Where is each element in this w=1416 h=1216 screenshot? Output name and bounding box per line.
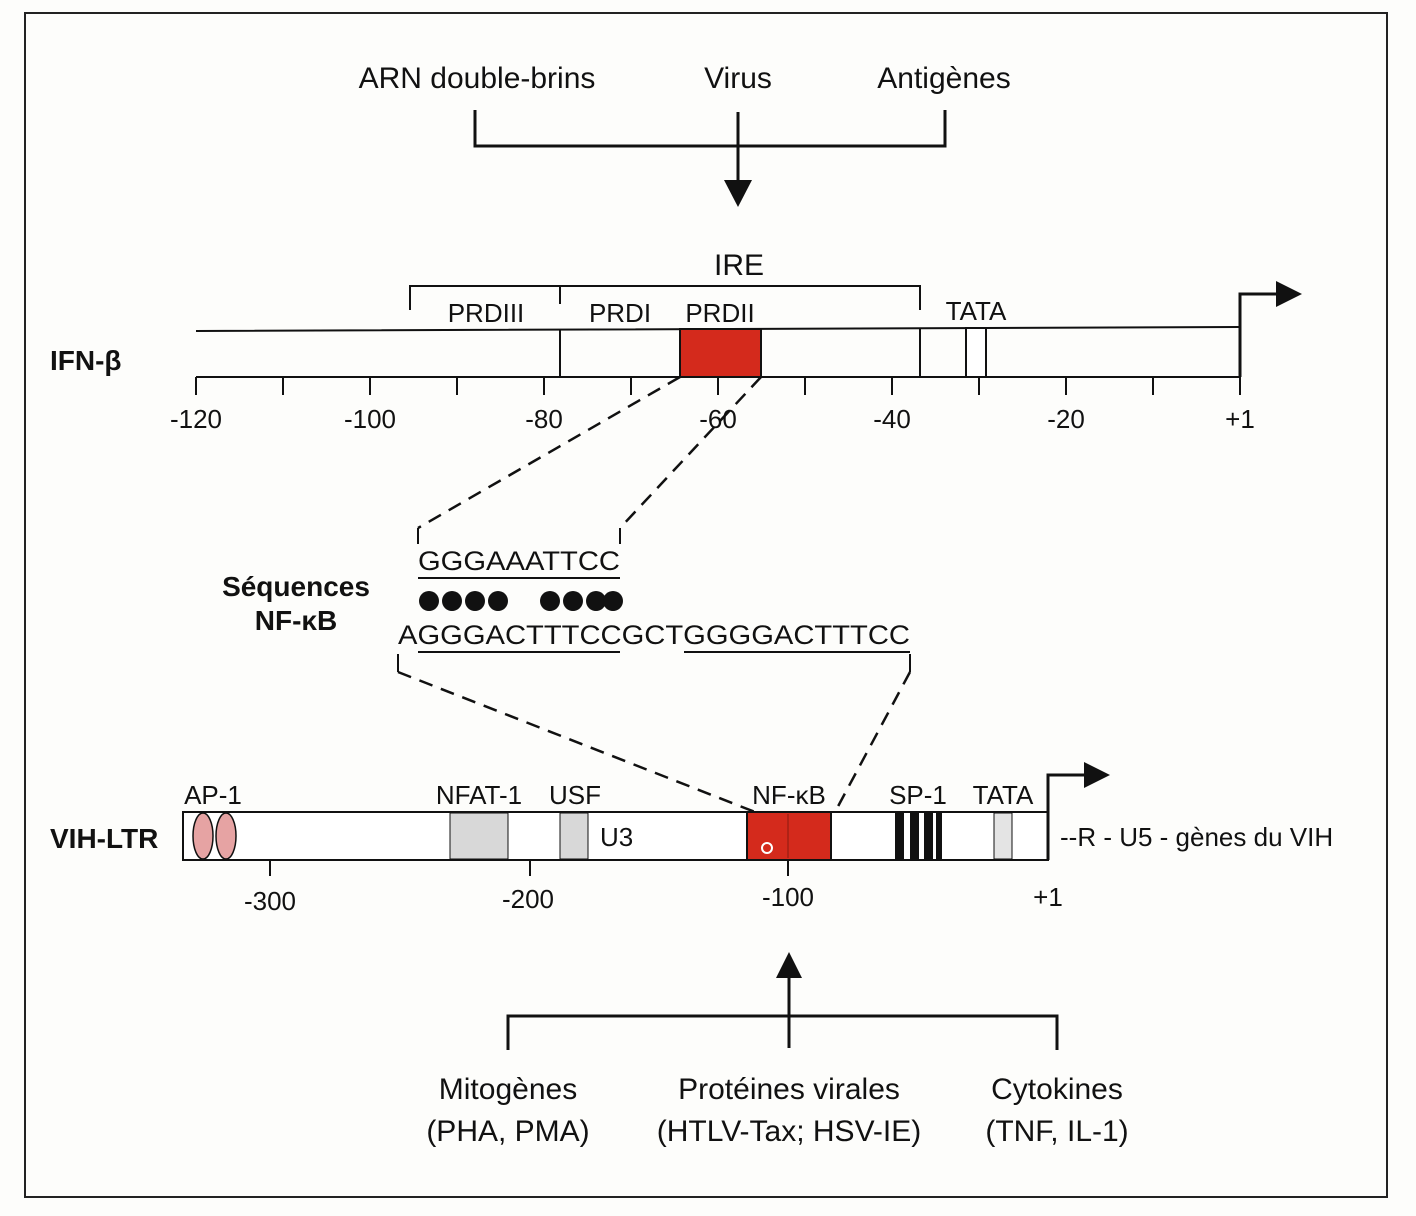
sp1-sites — [895, 812, 942, 860]
zoom-lines — [397, 375, 912, 814]
vih-gene-label: VIH-LTR — [50, 823, 158, 854]
nfkb-site-marker — [761, 842, 773, 854]
inducer-cytokines-examples: (TNF, IL-1) — [985, 1115, 1128, 1148]
vih-axis-labels: -300 -200 -100 +1 — [244, 882, 1063, 916]
nfat1-label: NFAT-1 — [436, 780, 522, 810]
top-arrow-head — [724, 180, 752, 207]
usf-site — [559, 812, 589, 860]
zoom-line-ifn-left — [417, 375, 681, 530]
vih-tick-label: +1 — [1033, 882, 1063, 912]
prdiii-label: PRDIII — [448, 298, 525, 328]
ifn-tick-label: -120 — [170, 404, 222, 434]
prdii-label: PRDII — [685, 298, 754, 328]
inducer-arn: ARN double-brins — [359, 62, 596, 95]
ap1-label: AP-1 — [184, 780, 242, 810]
vih-start-arrow — [1046, 773, 1088, 860]
vih-tata-box — [993, 812, 1013, 860]
contact-dots — [419, 591, 623, 611]
vih-tata-label: TATA — [973, 780, 1034, 810]
inducer-mitogenes: Mitogènes — [439, 1073, 577, 1106]
inducer-proteines-virales-examples: (HTLV-Tax; HSV-IE) — [657, 1115, 922, 1148]
vih-seq-bracket — [397, 654, 911, 672]
nfkb-title-line1: Séquences — [222, 571, 370, 602]
bottom-bracket — [506, 1014, 1059, 1050]
ifn-promoter: IFN-β IRE PRDIII PRDI PRDII TATA — [50, 249, 1302, 434]
ifn-gene-label: IFN-β — [50, 345, 122, 376]
ifn-axis-labels: -120 -100 -80 -60 -40 -20 +1 — [170, 404, 1255, 434]
inducer-cytokines: Cytokines — [991, 1073, 1123, 1106]
ire-bracket — [409, 285, 921, 310]
nfkb-site — [746, 811, 832, 861]
vih-tick-label: -200 — [502, 884, 554, 914]
ifn-tick-label: -60 — [699, 404, 737, 434]
zoom-line-ifn-right — [619, 376, 762, 529]
vih-tick-label: -100 — [762, 882, 814, 912]
u3-label: U3 — [600, 822, 633, 852]
ifn-tata-label: TATA — [946, 296, 1007, 326]
vih-tick-label: -300 — [244, 886, 296, 916]
vih-downstream-label: --R - U5 - gènes du VIH — [1060, 822, 1333, 852]
vih-nfkb-sequence: AGGGACTTTCCGCTGGGGACTTTCC — [398, 620, 910, 650]
nfkb-site-label: NF-κB — [752, 780, 826, 810]
ifn-axis-ticks — [195, 377, 1241, 395]
vih-start-arrow-head — [1084, 762, 1110, 788]
inducer-mitogenes-examples: (PHA, PMA) — [426, 1115, 589, 1148]
sp1-label: SP-1 — [889, 780, 947, 810]
vih-axis-ticks — [269, 860, 789, 876]
nfat1-site — [449, 812, 509, 860]
zoom-line-vih-left — [397, 670, 756, 814]
ifn-tick-label: -40 — [873, 404, 911, 434]
ifn-start-arrow — [1238, 292, 1282, 377]
usf-label: USF — [549, 780, 601, 810]
top-inducers: ARN double-brins Virus Antigènes — [359, 62, 1011, 207]
ifn-tata-box — [965, 327, 987, 378]
nfkb-sequences: Séquences NF-κB GGGAAATTCC AGGGACTTTCCGC… — [222, 528, 911, 672]
ifn-seq-bracket — [417, 528, 621, 544]
ifn-tick-label: +1 — [1225, 404, 1255, 434]
ifn-tick-label: -100 — [344, 404, 396, 434]
ifn-tick-label: -80 — [525, 404, 563, 434]
ifn-tick-label: -20 — [1047, 404, 1085, 434]
ifn-nfkb-sequence: GGGAAATTCC — [418, 546, 620, 576]
figure-frame — [24, 12, 1388, 1198]
ifn-start-arrow-head — [1276, 281, 1302, 307]
inducer-proteines-virales: Protéines virales — [678, 1073, 900, 1106]
zoom-line-vih-right — [833, 671, 912, 813]
vih-promoter: VIH-LTR AP-1 NFAT-1 USF U3 NF-κB SP-1 TA… — [50, 762, 1333, 916]
top-bracket — [473, 110, 947, 148]
prdi-label: PRDI — [589, 298, 651, 328]
bottom-inducers: Mitogènes (PHA, PMA) Protéines virales (… — [426, 952, 1129, 1148]
nfkb-title-line2: NF-κB — [255, 605, 337, 636]
ap1-site-2 — [215, 812, 237, 860]
inducer-virus: Virus — [704, 62, 772, 95]
bottom-arrow-head — [776, 952, 802, 978]
ap1-site-1 — [192, 812, 214, 860]
inducer-antigenes: Antigènes — [877, 62, 1010, 95]
ire-label: IRE — [714, 249, 764, 282]
prdii-box — [679, 328, 762, 378]
